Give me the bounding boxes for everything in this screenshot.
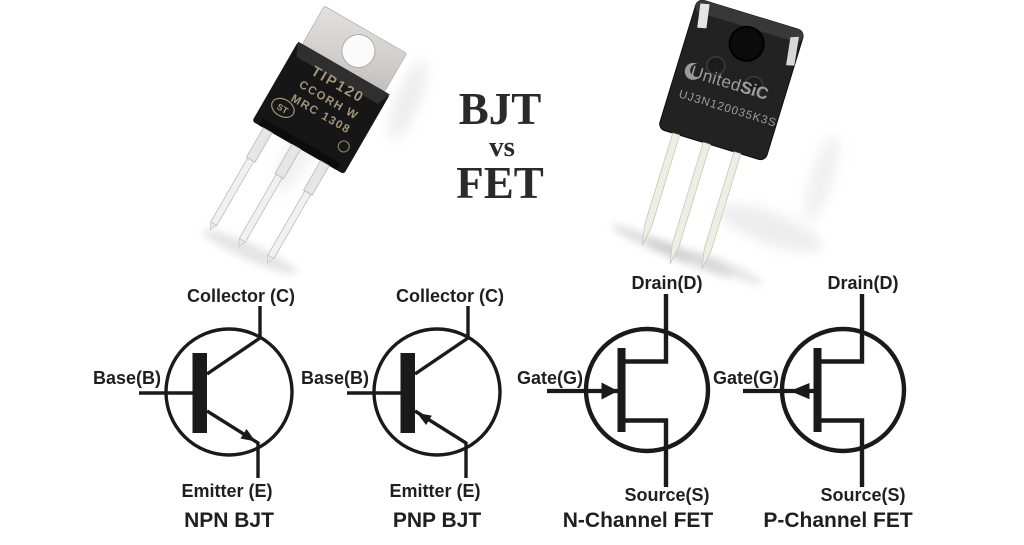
pnp-caption: PNP BJT — [393, 509, 481, 532]
to247-lead-2 — [669, 141, 711, 265]
npn-base-label: Base(B) — [93, 368, 161, 388]
npn-collector-label: Collector (C) — [187, 286, 295, 306]
title-line-fet: FET — [456, 158, 544, 208]
pfet-source-lead — [821, 418, 865, 487]
nfet-gate-label: Gate(G) — [517, 368, 583, 388]
pfet-drain-label: Drain(D) — [828, 273, 899, 293]
pfet-channel-bar — [813, 348, 822, 432]
to247-leads — [641, 132, 742, 269]
pfet-gate-label: Gate(G) — [713, 368, 779, 388]
to220-transistor-photo: TIP120 CCORH W MRC 1308 ST — [209, 6, 407, 264]
to220-leads — [209, 127, 330, 264]
to220-body-bevel — [296, 41, 390, 104]
pfet-caption: P-Channel FET — [763, 509, 913, 532]
title-line-vs: vs — [489, 131, 515, 163]
to220-recycle-mark-icon — [337, 140, 350, 153]
to247-body-bevel — [695, 0, 804, 43]
to247-mounting-hole — [728, 25, 765, 62]
to247-corner-slot-right — [786, 36, 799, 66]
to247-corner-slot-left — [697, 3, 710, 29]
to247-side-shadow — [804, 134, 840, 222]
to220-leg-shadow — [202, 229, 298, 275]
npn-emitter-arrow-icon — [240, 429, 256, 442]
nfet-drain-label: Drain(D) — [632, 273, 703, 293]
nfet-source-label: Source(S) — [624, 485, 709, 505]
npn-caption: NPN BJT — [184, 509, 274, 532]
pnp-emitter-arrow-icon — [417, 413, 432, 425]
nfet-drain-lead — [625, 294, 669, 364]
to247-leg-shadow-3 — [689, 251, 763, 285]
nfet-channel-bar — [617, 348, 626, 432]
to220-lead-3 — [267, 160, 330, 264]
pnp-emitter-label: Emitter (E) — [389, 481, 480, 501]
unitedsic-logo-icon — [684, 62, 704, 80]
to220-tab-shadow — [388, 60, 428, 140]
pnp-base-label: Base(B) — [301, 368, 369, 388]
to247-transistor-photo: United SiC UJ3N120035K3S — [641, 0, 804, 269]
npn-collector-lead — [206, 306, 262, 376]
to220-body-base-strip — [259, 118, 341, 171]
to247-lead-3 — [701, 151, 742, 269]
npn-emitter-lead — [206, 409, 260, 478]
pnp-collector-lead — [414, 306, 470, 376]
pfet-drain-lead — [821, 294, 865, 364]
pnp-bjt-symbol: Collector (C) Base(B) Emitter (E) PNP BJ… — [301, 286, 504, 532]
to220-mounting-hole — [341, 34, 376, 69]
to220-lead-2 — [238, 143, 302, 247]
pfet-source-label: Source(S) — [820, 485, 905, 505]
nfet-gate-arrow-icon — [601, 382, 618, 400]
npn-bjt-symbol: Collector (C) Base(B) Emitter (E) NPN BJ… — [93, 286, 295, 532]
to247-lead-1 — [641, 132, 681, 246]
to220-lead-1 — [209, 127, 273, 231]
nfet-source-lead — [625, 418, 669, 487]
p-channel-fet-symbol: Drain(D) Gate(G) Source(S) P-Channel FET — [713, 273, 913, 532]
pfet-gate-arrow-icon — [790, 383, 810, 400]
to247-body-shadow — [718, 203, 822, 253]
pnp-emitter-lead — [414, 409, 468, 478]
n-channel-fet-symbol: Drain(D) Gate(G) Source(S) N-Channel FET — [517, 273, 713, 532]
npn-emitter-label: Emitter (E) — [181, 481, 272, 501]
to247-mold-circle-2 — [743, 75, 764, 96]
nfet-caption: N-Channel FET — [563, 509, 714, 532]
title-block: BJT vs FET — [456, 84, 544, 208]
title-line-bjt: BJT — [459, 84, 542, 134]
to247-mold-circle-1 — [706, 56, 726, 76]
pnp-collector-label: Collector (C) — [396, 286, 504, 306]
